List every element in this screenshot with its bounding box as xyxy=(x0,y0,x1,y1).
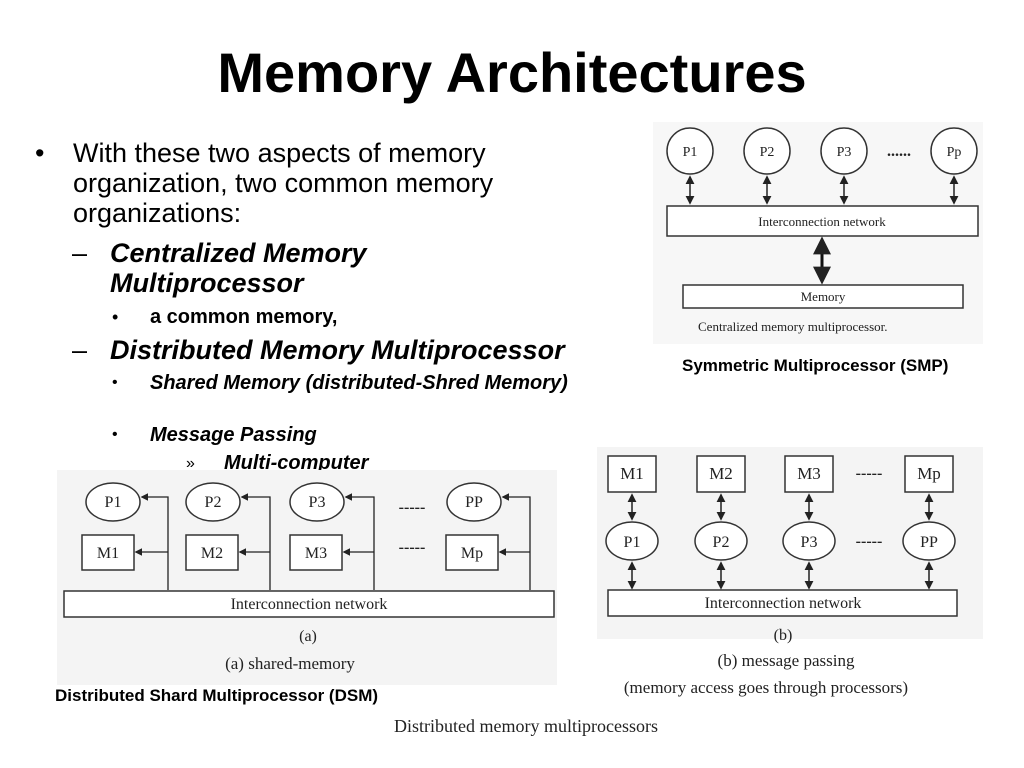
mp-network-label: Interconnection network xyxy=(705,595,862,612)
mp-ellipsis: ----- xyxy=(856,533,883,550)
dsm-processor-label: P2 xyxy=(205,494,222,511)
mp-network-box xyxy=(607,589,958,617)
dsm-memory-label: M2 xyxy=(201,545,223,562)
smp-memory-label: Memory xyxy=(801,289,846,304)
smp-processor-circle xyxy=(743,127,791,175)
smp-memory-box xyxy=(682,284,964,309)
dsm-memory-label: M3 xyxy=(305,545,327,562)
smp-network-box xyxy=(666,205,979,237)
mp-ellipsis: ----- xyxy=(856,465,883,482)
distributed-figure-caption: Distributed memory multiprocessors xyxy=(394,716,658,736)
dsm-processor-circle xyxy=(446,482,502,522)
dash-marker: – xyxy=(72,238,88,268)
dsm-memory-label: M1 xyxy=(97,545,119,562)
sub-bullet-distributed-text: Distributed Memory Multiprocessor xyxy=(110,335,565,365)
mp-memory-label: Mp xyxy=(917,464,941,483)
smp-diagram: P1 P2 P3 Pp ...... Interconnection netwo… xyxy=(653,122,983,344)
dsm-processor-label: P3 xyxy=(309,494,326,511)
dsm-memory-box xyxy=(289,534,343,571)
dsm-connector xyxy=(344,493,375,590)
mp-memory-label: M3 xyxy=(797,464,821,483)
dsm-processor-label: PP xyxy=(465,494,483,511)
dsm-diagram: P1 P2 P3 PP M1 M2 M3 Mp ----- ----- Inte… xyxy=(57,470,557,685)
mp-memory-label: M1 xyxy=(620,464,644,483)
smp-processor-circle xyxy=(820,127,868,175)
dsm-figure-caption: (a) shared-memory xyxy=(225,654,355,673)
mp-processor-circle xyxy=(902,521,956,561)
dsm-memory-box xyxy=(81,534,135,571)
mp-memory-box xyxy=(784,455,834,493)
smp-network-label: Interconnection network xyxy=(758,214,886,229)
detail-shared-memory-text: Shared Memory (distributed-Shred Memory) xyxy=(150,372,568,394)
dsm-connector xyxy=(140,493,169,590)
dsm-network-label: Interconnection network xyxy=(231,596,388,613)
dash-marker: – xyxy=(72,335,88,365)
dsm-processor-circle xyxy=(85,482,141,522)
smp-processor-label: P3 xyxy=(837,145,852,160)
bullet-marker: • xyxy=(35,138,45,168)
dsm-ellipsis: ----- xyxy=(399,499,426,516)
smp-processor-label: Pp xyxy=(947,145,962,160)
dsm-memory-label: Mp xyxy=(461,545,483,562)
smp-processor-label: P2 xyxy=(760,145,775,160)
mp-processor-circle xyxy=(605,521,659,561)
dsm-processor-circle xyxy=(185,482,241,522)
message-passing-diagram: M1 M2 M3 Mp P1 P2 P3 PP ----- ----- Inte… xyxy=(597,447,983,697)
detail-common-memory-text: a common memory, xyxy=(150,306,338,328)
dsm-memory-box xyxy=(445,534,499,571)
raquo-marker: » xyxy=(186,455,195,472)
smp-caption: Symmetric Multiprocessor (SMP) xyxy=(682,356,949,375)
bullet-marker: • xyxy=(112,426,118,443)
dsm-connector xyxy=(501,493,531,590)
detail-message-passing-text: Message Passing xyxy=(150,424,317,446)
smp-ellipsis: ...... xyxy=(887,143,911,160)
mp-processor-label: P3 xyxy=(801,534,818,551)
mp-processor-circle xyxy=(694,521,748,561)
smp-figure-caption: Centralized memory multiprocessor. xyxy=(698,319,888,334)
mp-panel-label: (b) xyxy=(774,627,793,644)
mp-processor-label: P2 xyxy=(713,534,730,551)
smp-processor-circle xyxy=(930,127,978,175)
dsm-panel-label: (a) xyxy=(299,628,317,645)
sub-bullet-centralized-text: Centralized Memory Multiprocessor xyxy=(110,238,367,298)
dsm-processor-label: P1 xyxy=(105,494,122,511)
smp-processor-circle xyxy=(666,127,714,175)
slide-title: Memory Architectures xyxy=(217,41,807,104)
dsm-ellipsis: ----- xyxy=(399,539,426,556)
mp-figure-caption: (b) message passing xyxy=(718,651,855,670)
mp-processor-label: P1 xyxy=(624,534,641,551)
mp-memory-box xyxy=(904,455,954,493)
detail-multi-computer-text: Multi-computer xyxy=(224,452,369,474)
mp-memory-box xyxy=(607,455,657,493)
dsm-caption: Distributed Shard Multiprocessor (DSM) xyxy=(55,686,379,705)
smp-processor-label: P1 xyxy=(683,145,698,160)
mp-memory-label: M2 xyxy=(709,464,733,483)
mp-processor-label: PP xyxy=(920,534,938,551)
mp-memory-box xyxy=(696,455,746,493)
mp-processor-circle xyxy=(782,521,836,561)
bullet-marker: • xyxy=(112,307,119,327)
mp-figure-caption-note: (memory access goes through processors) xyxy=(624,678,908,697)
dsm-connector xyxy=(240,493,271,590)
dsm-memory-box xyxy=(185,534,239,571)
bullet-marker: • xyxy=(112,374,118,391)
bullet-intro-text: With these two aspects of memory organiz… xyxy=(73,138,494,228)
dsm-network-box xyxy=(63,590,555,618)
dsm-processor-circle xyxy=(289,482,345,522)
